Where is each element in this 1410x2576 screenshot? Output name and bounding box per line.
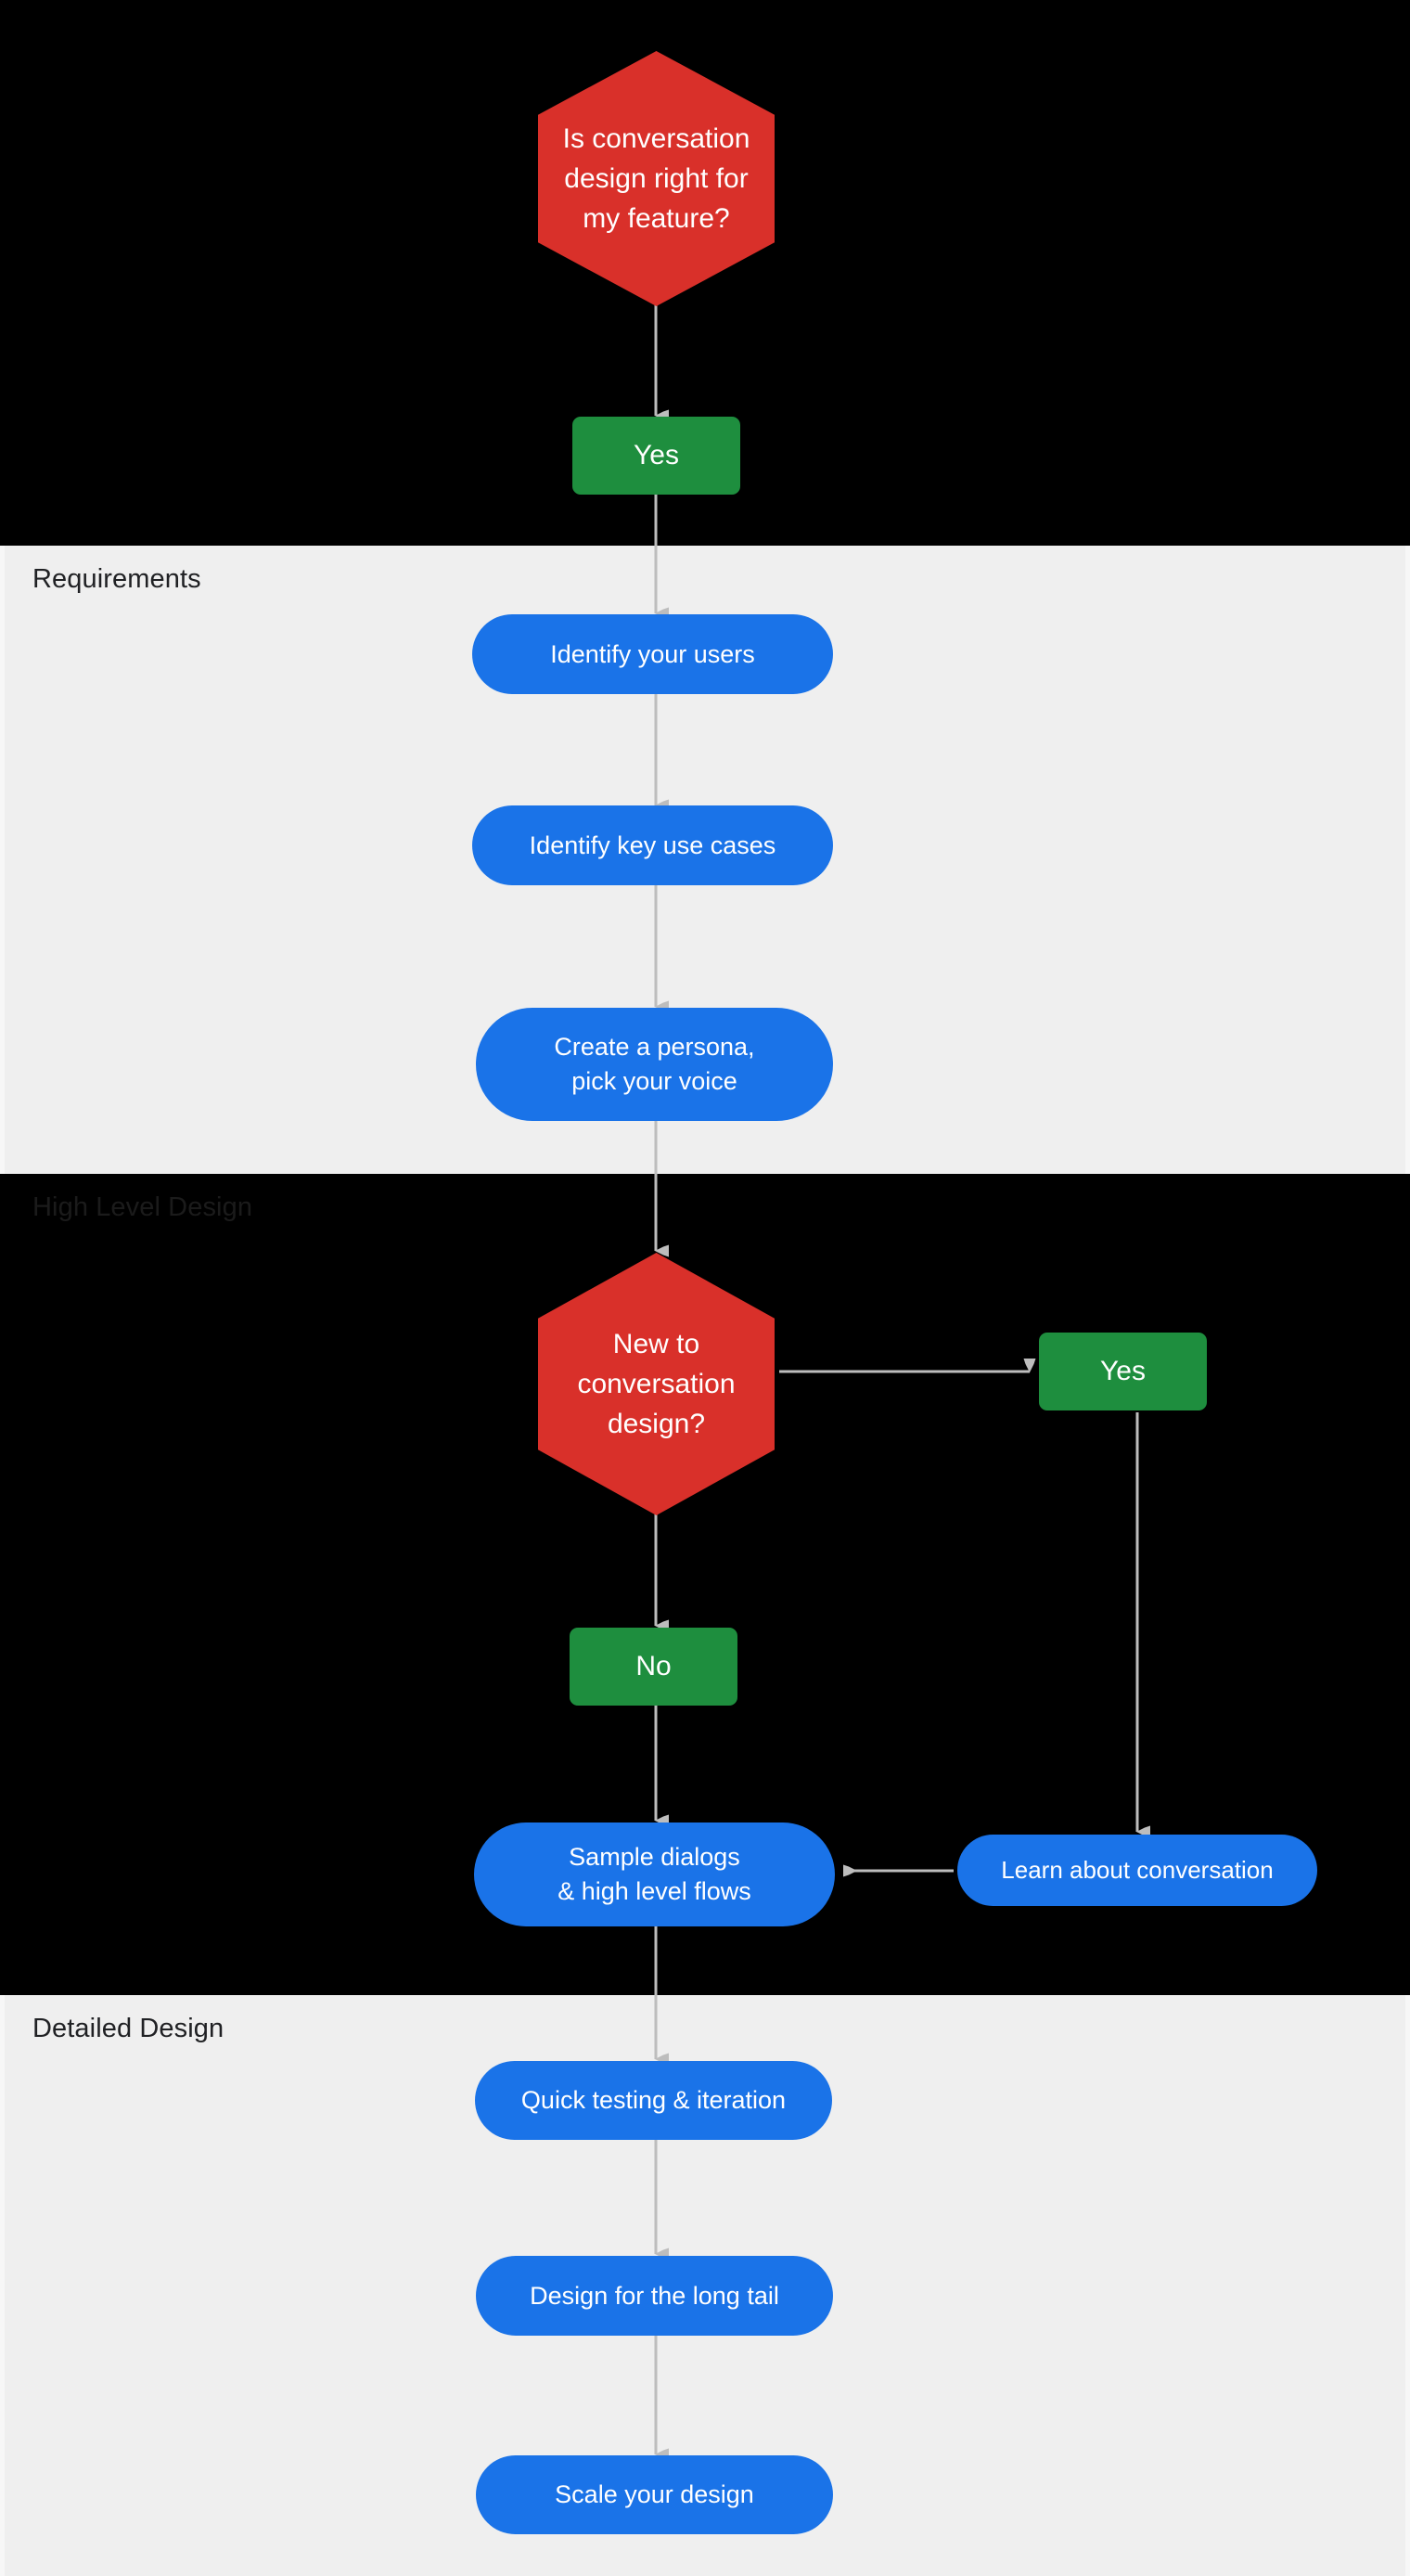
node-label: Sample dialogs & high level flows [558, 1843, 751, 1905]
node-label: Learn about conversation [1001, 1856, 1274, 1884]
node-label: Scale your design [555, 2480, 754, 2508]
node-label: New to conversation design? [577, 1329, 736, 1439]
step-create-a-persona[interactable]: Create a persona, pick your voice [476, 1008, 833, 1121]
node-label: Yes [634, 440, 679, 470]
node-label: Quick testing & iteration [520, 2086, 787, 2114]
decision-is-conversation-design-right[interactable]: Is conversation design right for my feat… [538, 51, 775, 306]
node-label: Design for the long tail [530, 2281, 779, 2310]
band-label-detailed-design: Detailed Design [32, 2014, 224, 2043]
answer-no-new-to-cd[interactable]: No [570, 1628, 737, 1706]
band-label-requirements: Requirements [32, 564, 201, 594]
answer-yes-top[interactable]: Yes [572, 417, 740, 495]
step-identify-your-users[interactable]: Identify your users [472, 614, 833, 694]
step-scale-your-design[interactable]: Scale your design [476, 2455, 833, 2534]
step-sample-dialogs-high-level-flows[interactable]: Sample dialogs & high level flows [474, 1823, 835, 1926]
step-learn-about-conversation[interactable]: Learn about conversation [957, 1835, 1317, 1906]
node-label: Identify key use cases [529, 831, 776, 859]
step-quick-testing-iteration[interactable]: Quick testing & iteration [475, 2061, 832, 2140]
node-label: Yes [1100, 1356, 1146, 1386]
node-label: Create a persona, pick your voice [554, 1033, 755, 1095]
node-label: Identify your users [550, 639, 755, 668]
step-identify-key-use-cases[interactable]: Identify key use cases [472, 805, 833, 885]
band-label-high-level-design: High Level Design [32, 1192, 253, 1222]
step-design-for-the-long-tail[interactable]: Design for the long tail [476, 2256, 833, 2336]
node-label: Is conversation design right for my feat… [562, 123, 750, 234]
node-label: No [635, 1651, 672, 1681]
answer-yes-new-to-cd[interactable]: Yes [1039, 1333, 1207, 1410]
